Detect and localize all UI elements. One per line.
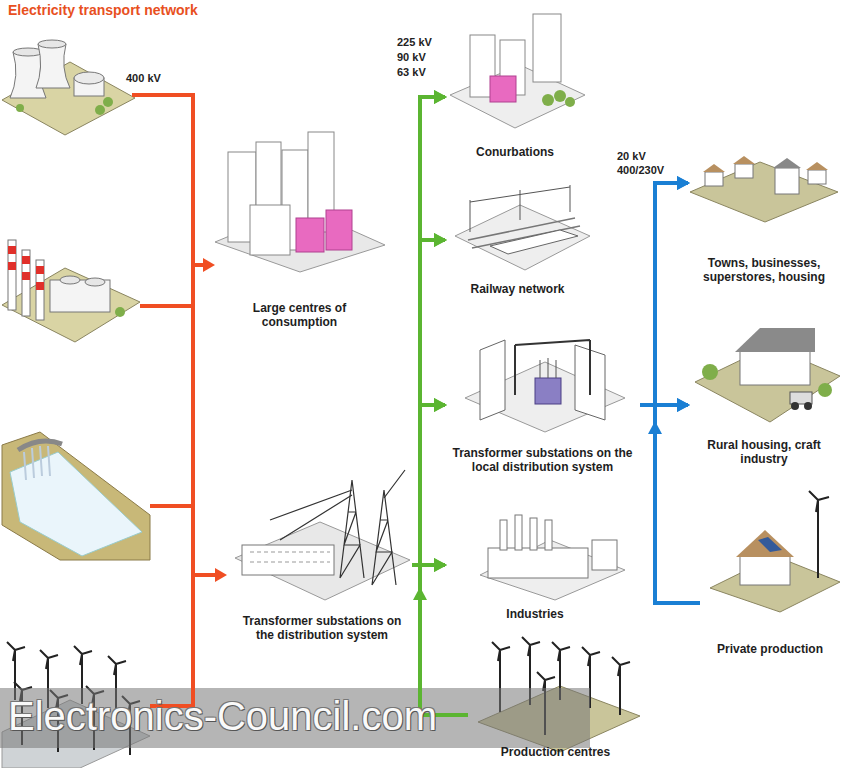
voltage-label: 225 kV <box>397 36 432 49</box>
power-line <box>655 183 700 603</box>
substation-node: Transformer substations on the local dis… <box>445 330 640 478</box>
power-line <box>412 97 445 565</box>
power-line <box>412 240 445 565</box>
arrow-head <box>203 258 215 272</box>
node-caption: Transformer substations on the distribut… <box>235 615 409 643</box>
caption-group: Transformer substations on the local dis… <box>445 447 640 475</box>
caption-group: Conurbations <box>445 146 585 160</box>
consumer-node: Railway network <box>445 180 590 300</box>
node-caption: Large centres of consumption <box>215 302 384 330</box>
consumption-node: Large centres of consumption <box>212 128 387 333</box>
power-line <box>640 183 688 405</box>
node-caption: Rural housing, craft industry <box>691 439 837 467</box>
city-towers <box>215 132 385 272</box>
power-line <box>420 97 468 715</box>
node-caption: Industries <box>448 608 622 622</box>
producer-node: Private production <box>700 485 840 660</box>
voltage-label: 400 kV <box>126 72 161 85</box>
local-substation <box>465 340 625 432</box>
node-caption: Railway network <box>448 283 587 297</box>
caption-group: Private production <box>700 643 840 657</box>
consumer-node: Rural housing, craft industry <box>688 320 840 470</box>
railway-illustration <box>455 185 590 270</box>
diagram-title: Electricity transport network <box>8 2 198 18</box>
power-line <box>420 240 468 715</box>
voltage-label: 20 kV <box>617 150 646 163</box>
town-houses <box>690 156 838 222</box>
substation-pylons <box>235 470 410 600</box>
node-caption: Conurbations <box>448 146 582 160</box>
factory-illustration <box>480 515 625 600</box>
conurbation-towers <box>450 14 585 128</box>
voltage-label: 63 kV <box>397 66 426 79</box>
thermal-plant <box>2 240 140 342</box>
watermark: Electronics-Council.com <box>8 692 437 740</box>
caption-group: Railway network <box>445 283 590 297</box>
hydro-dam <box>2 432 150 560</box>
private-house <box>710 491 840 612</box>
producer-node: Production centres <box>468 630 643 763</box>
caption-group: Industries <box>445 608 625 622</box>
power-line <box>420 565 468 715</box>
caption-group: Production centres <box>468 746 643 760</box>
caption-group: Towns, businesses, superstores, housing <box>688 257 840 285</box>
power-line <box>412 405 445 565</box>
consumer-node: Industries <box>445 505 625 625</box>
substation-node: Transformer substations on the distribut… <box>232 468 412 646</box>
voltage-label: 400/230V <box>617 164 664 177</box>
caption-group: Rural housing, craft industry <box>688 439 840 467</box>
node-caption: Towns, businesses, superstores, housing <box>691 257 837 285</box>
rural-house <box>695 328 840 422</box>
nuclear-plant <box>2 40 135 135</box>
node-caption: Private production <box>703 643 837 657</box>
transmission-lines <box>132 93 216 708</box>
caption-group: Transformer substations on the distribut… <box>232 615 412 643</box>
caption-group: Large centres of consumption <box>212 302 387 330</box>
voltage-label: 90 kV <box>397 51 426 64</box>
node-caption: Transformer substations on the local dis… <box>448 447 637 475</box>
watermark-band <box>0 688 590 748</box>
power-line <box>655 405 700 603</box>
arrow-head <box>215 568 227 582</box>
consumer-node: Conurbations <box>445 8 585 163</box>
node-caption: Production centres <box>471 746 640 760</box>
consumer-node: Towns, businesses, superstores, housing <box>688 148 840 288</box>
